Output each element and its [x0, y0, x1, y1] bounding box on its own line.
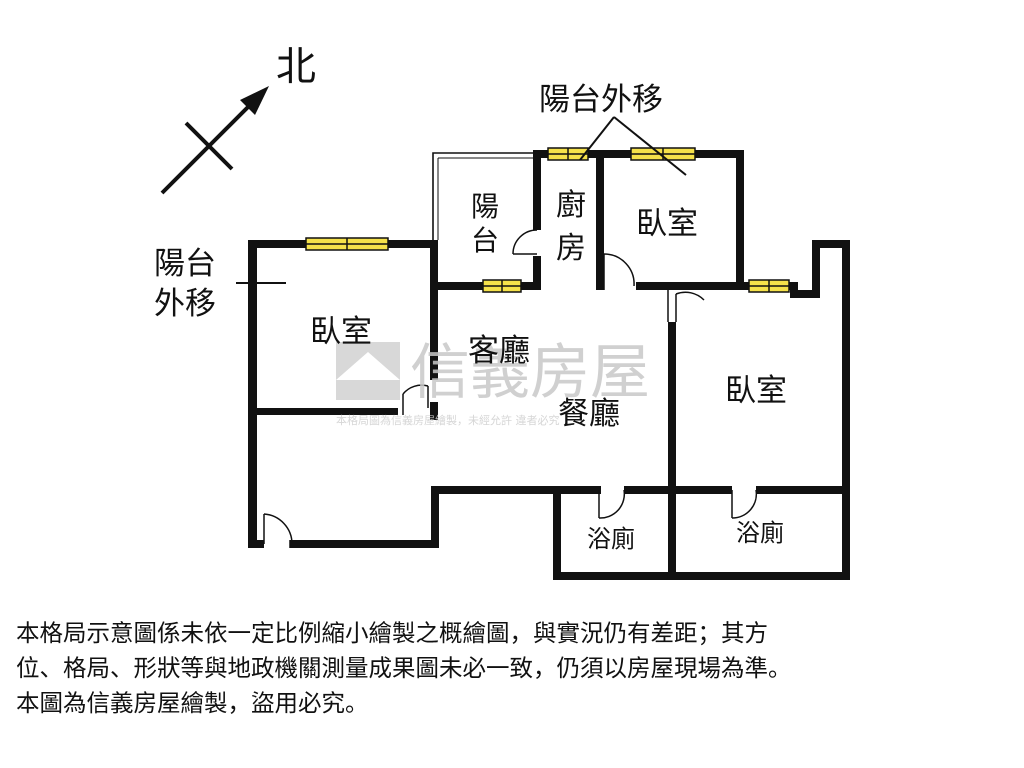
disclaimer-line-1: 本格局示意圖係未依一定比例縮小繪製之概繪圖，與實況仍有差距；其方	[16, 619, 768, 647]
doors	[263, 229, 758, 548]
annotation-balcony-moved-left-1: 陽台	[154, 246, 216, 282]
door-top-bedroom	[603, 253, 635, 290]
door-bathroom-right	[731, 489, 758, 519]
room-label-bedroom-top: 臥室	[636, 206, 698, 242]
wall-kitchen-bedroom	[596, 150, 604, 290]
wall-top-bedroom-right	[736, 150, 744, 286]
room-label-balcony-2: 台	[471, 224, 499, 257]
wall-bedroom-living-lower	[430, 402, 438, 420]
room-label-dining: 餐廳	[558, 396, 620, 432]
watermark: 信義房屋 本格局圖為信義房屋繪製，未經允許 違者必究	[336, 338, 650, 427]
room-label-kitchen-2: 房	[556, 231, 586, 266]
wall-bedroom-living	[430, 240, 438, 380]
room-label-living: 客廳	[468, 333, 530, 369]
window-balcony	[482, 279, 522, 293]
wall-left-bedroom-bottom	[248, 408, 398, 415]
wall-balcony-right-lower	[533, 256, 541, 290]
wall-bath-top-right	[756, 486, 850, 494]
room-labels: 臥室 臥室 臥室 客廳 餐廳 浴廁 浴廁 陽 台 廚 房	[310, 188, 787, 553]
room-label-bedroom-left: 臥室	[310, 314, 372, 350]
compass: 北	[160, 44, 316, 195]
wall-left-step-vertical	[431, 486, 439, 548]
window-kitchen	[547, 147, 589, 161]
wall-left-step-horizontal	[431, 486, 601, 494]
room-label-bathroom-right: 浴廁	[736, 519, 784, 547]
north-arrow-icon	[240, 86, 269, 115]
wall-bath-left	[553, 486, 561, 580]
north-label: 北	[276, 44, 316, 90]
wall-bath-bottom	[553, 572, 850, 580]
watermark-notice: 本格局圖為信義房屋繪製，未經允許 違者必究	[336, 413, 560, 427]
window-left-bedroom	[305, 237, 389, 251]
wall-left-outer	[248, 240, 257, 548]
disclaimer-line-3: 本圖為信義房屋繪製，盜用必究。	[16, 689, 369, 717]
disclaimer-line-2: 位、格局、形狀等與地政機關測量成果圖未必一致，仍須以房屋現場為準。	[16, 654, 792, 682]
compass-arrow-shaft	[160, 97, 258, 195]
wall-right-notch-bottom	[790, 290, 818, 298]
wall-left-bottom-stub	[248, 540, 264, 548]
watermark-brand: 信義房屋	[410, 338, 650, 408]
annotation-balcony-moved-left-2: 外移	[154, 286, 216, 322]
wall-right-top	[812, 240, 850, 248]
door-entrance	[263, 513, 293, 548]
wall-bath-top-mid	[624, 486, 732, 494]
window-right-bedroom	[748, 279, 790, 293]
wall-dining-right	[668, 322, 676, 580]
door-bathroom-left	[598, 489, 626, 519]
wall-right-notch-inner	[812, 243, 820, 298]
annotations: 陽台外移 陽台 外移	[154, 82, 663, 322]
door-balcony	[512, 229, 538, 255]
door-right-bedroom	[667, 290, 705, 322]
wall-balcony-right-upper	[533, 153, 541, 230]
floor-plan: 北	[154, 44, 850, 580]
window-top-bedroom	[630, 147, 696, 161]
windows	[305, 147, 790, 293]
disclaimer: 本格局示意圖係未依一定比例縮小繪製之概繪圖，與實況仍有差距；其方 位、格局、形狀…	[16, 616, 1016, 721]
room-label-bathroom-left: 浴廁	[587, 525, 635, 553]
room-label-balcony-1: 陽	[471, 190, 499, 223]
wall-right-outer	[842, 240, 850, 580]
annotation-pointers	[236, 116, 687, 284]
balcony-extension-outline	[432, 152, 540, 240]
wall-top-bedroom-bottom	[636, 282, 796, 290]
wall-left-bottom	[290, 540, 438, 548]
room-label-bedroom-right: 臥室	[725, 373, 787, 409]
annotation-balcony-moved-top: 陽台外移	[539, 82, 663, 118]
wall-bath-top-left	[553, 486, 599, 494]
door-left-bedroom	[402, 384, 429, 415]
watermark-logo-icon	[336, 342, 400, 400]
room-label-kitchen-1: 廚	[556, 188, 586, 223]
